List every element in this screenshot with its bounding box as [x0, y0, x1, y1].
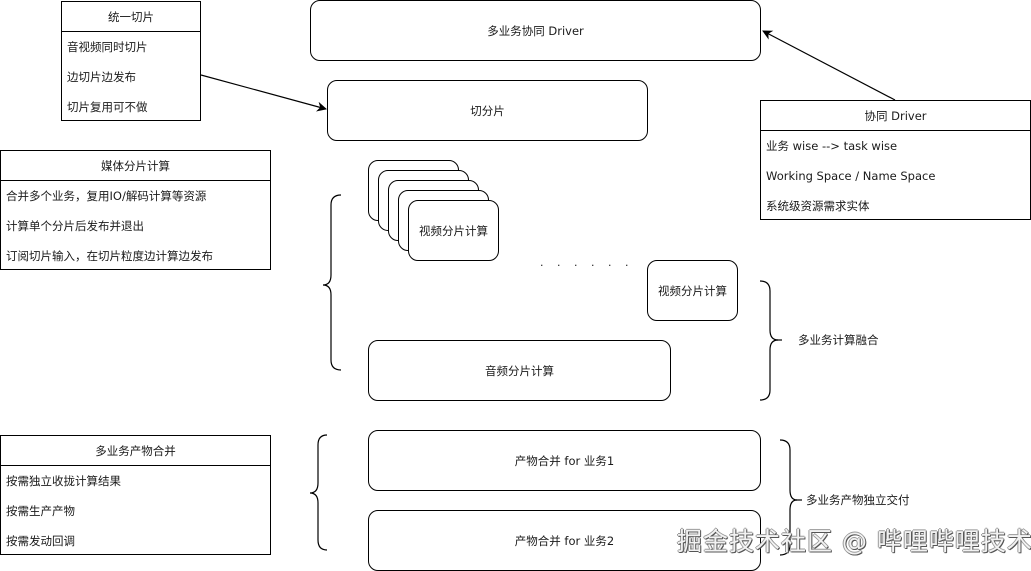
audio-compute-node: 音频分片计算	[368, 340, 671, 401]
note-item: 合并多个业务，复用IO/解码计算等资源	[6, 189, 207, 203]
arrow-coordination-to-driver	[762, 30, 896, 101]
note-media-slice-compute: 媒体分片计算 合并多个业务，复用IO/解码计算等资源 计算单个分片后发布并退出 …	[0, 150, 271, 270]
video-compute-node: 视频分片计算	[408, 200, 499, 261]
merge-node-business-1: 产物合并 for 业务1	[368, 430, 761, 491]
note-item: 系统级资源需求实体	[766, 199, 870, 213]
note-title: 协同 Driver	[761, 101, 1030, 131]
note-item: 音视频同时切片	[67, 40, 148, 54]
merge-node-business-2: 产物合并 for 业务2	[368, 510, 761, 571]
note-item: 按需发动回调	[6, 534, 75, 548]
note-multi-business-merge: 多业务产物合并 按需独立收拢计算结果 按需生产产物 按需发动回调	[0, 435, 271, 555]
slicer-label: 切分片	[470, 103, 505, 118]
note-item: 按需生产产物	[6, 504, 75, 518]
note-item: 业务 wise --> task wise	[766, 139, 898, 153]
brace-compute-fusion	[759, 280, 779, 401]
driver-label: 多业务协同 Driver	[487, 23, 584, 38]
video-compute-label: 视频分片计算	[419, 223, 488, 238]
note-item: 边切片边发布	[67, 70, 136, 84]
driver-node: 多业务协同 Driver	[310, 0, 761, 61]
note-item: 订阅切片输入，在切片粒度边计算边发布	[6, 249, 213, 263]
note-item: 切片复用可不做	[67, 100, 148, 114]
brace-label-compute-fusion: 多业务计算融合	[798, 333, 879, 347]
brace-label-independent-delivery: 多业务产物独立交付	[806, 493, 910, 507]
arrow-unified-to-slicer	[200, 74, 327, 112]
merge-1-label: 产物合并 for 业务1	[514, 453, 615, 468]
note-coordination-driver: 协同 Driver 业务 wise --> task wise Working …	[760, 100, 1031, 220]
note-title: 媒体分片计算	[1, 151, 270, 181]
watermark: 掘金技术社区 @ 哔哩哔哩技术	[677, 527, 1031, 556]
note-title: 统一切片	[62, 2, 200, 32]
note-item: 按需独立收拢计算结果	[6, 474, 121, 488]
ellipsis-indicator: · · · · · ·	[540, 259, 634, 272]
video-compute-node-last: 视频分片计算	[647, 260, 738, 321]
note-item: 计算单个分片后发布并退出	[6, 219, 144, 233]
video-compute-last-label: 视频分片计算	[658, 283, 727, 298]
brace-compute-left	[322, 194, 342, 371]
merge-2-label: 产物合并 for 业务2	[514, 533, 615, 548]
slicer-node: 切分片	[327, 80, 648, 141]
note-title: 多业务产物合并	[1, 436, 270, 466]
audio-compute-label: 音频分片计算	[485, 363, 554, 378]
brace-merge-left	[309, 434, 328, 551]
note-item: Working Space / Name Space	[766, 169, 936, 183]
note-unified-slicing: 统一切片 音视频同时切片 边切片边发布 切片复用可不做	[61, 1, 201, 121]
